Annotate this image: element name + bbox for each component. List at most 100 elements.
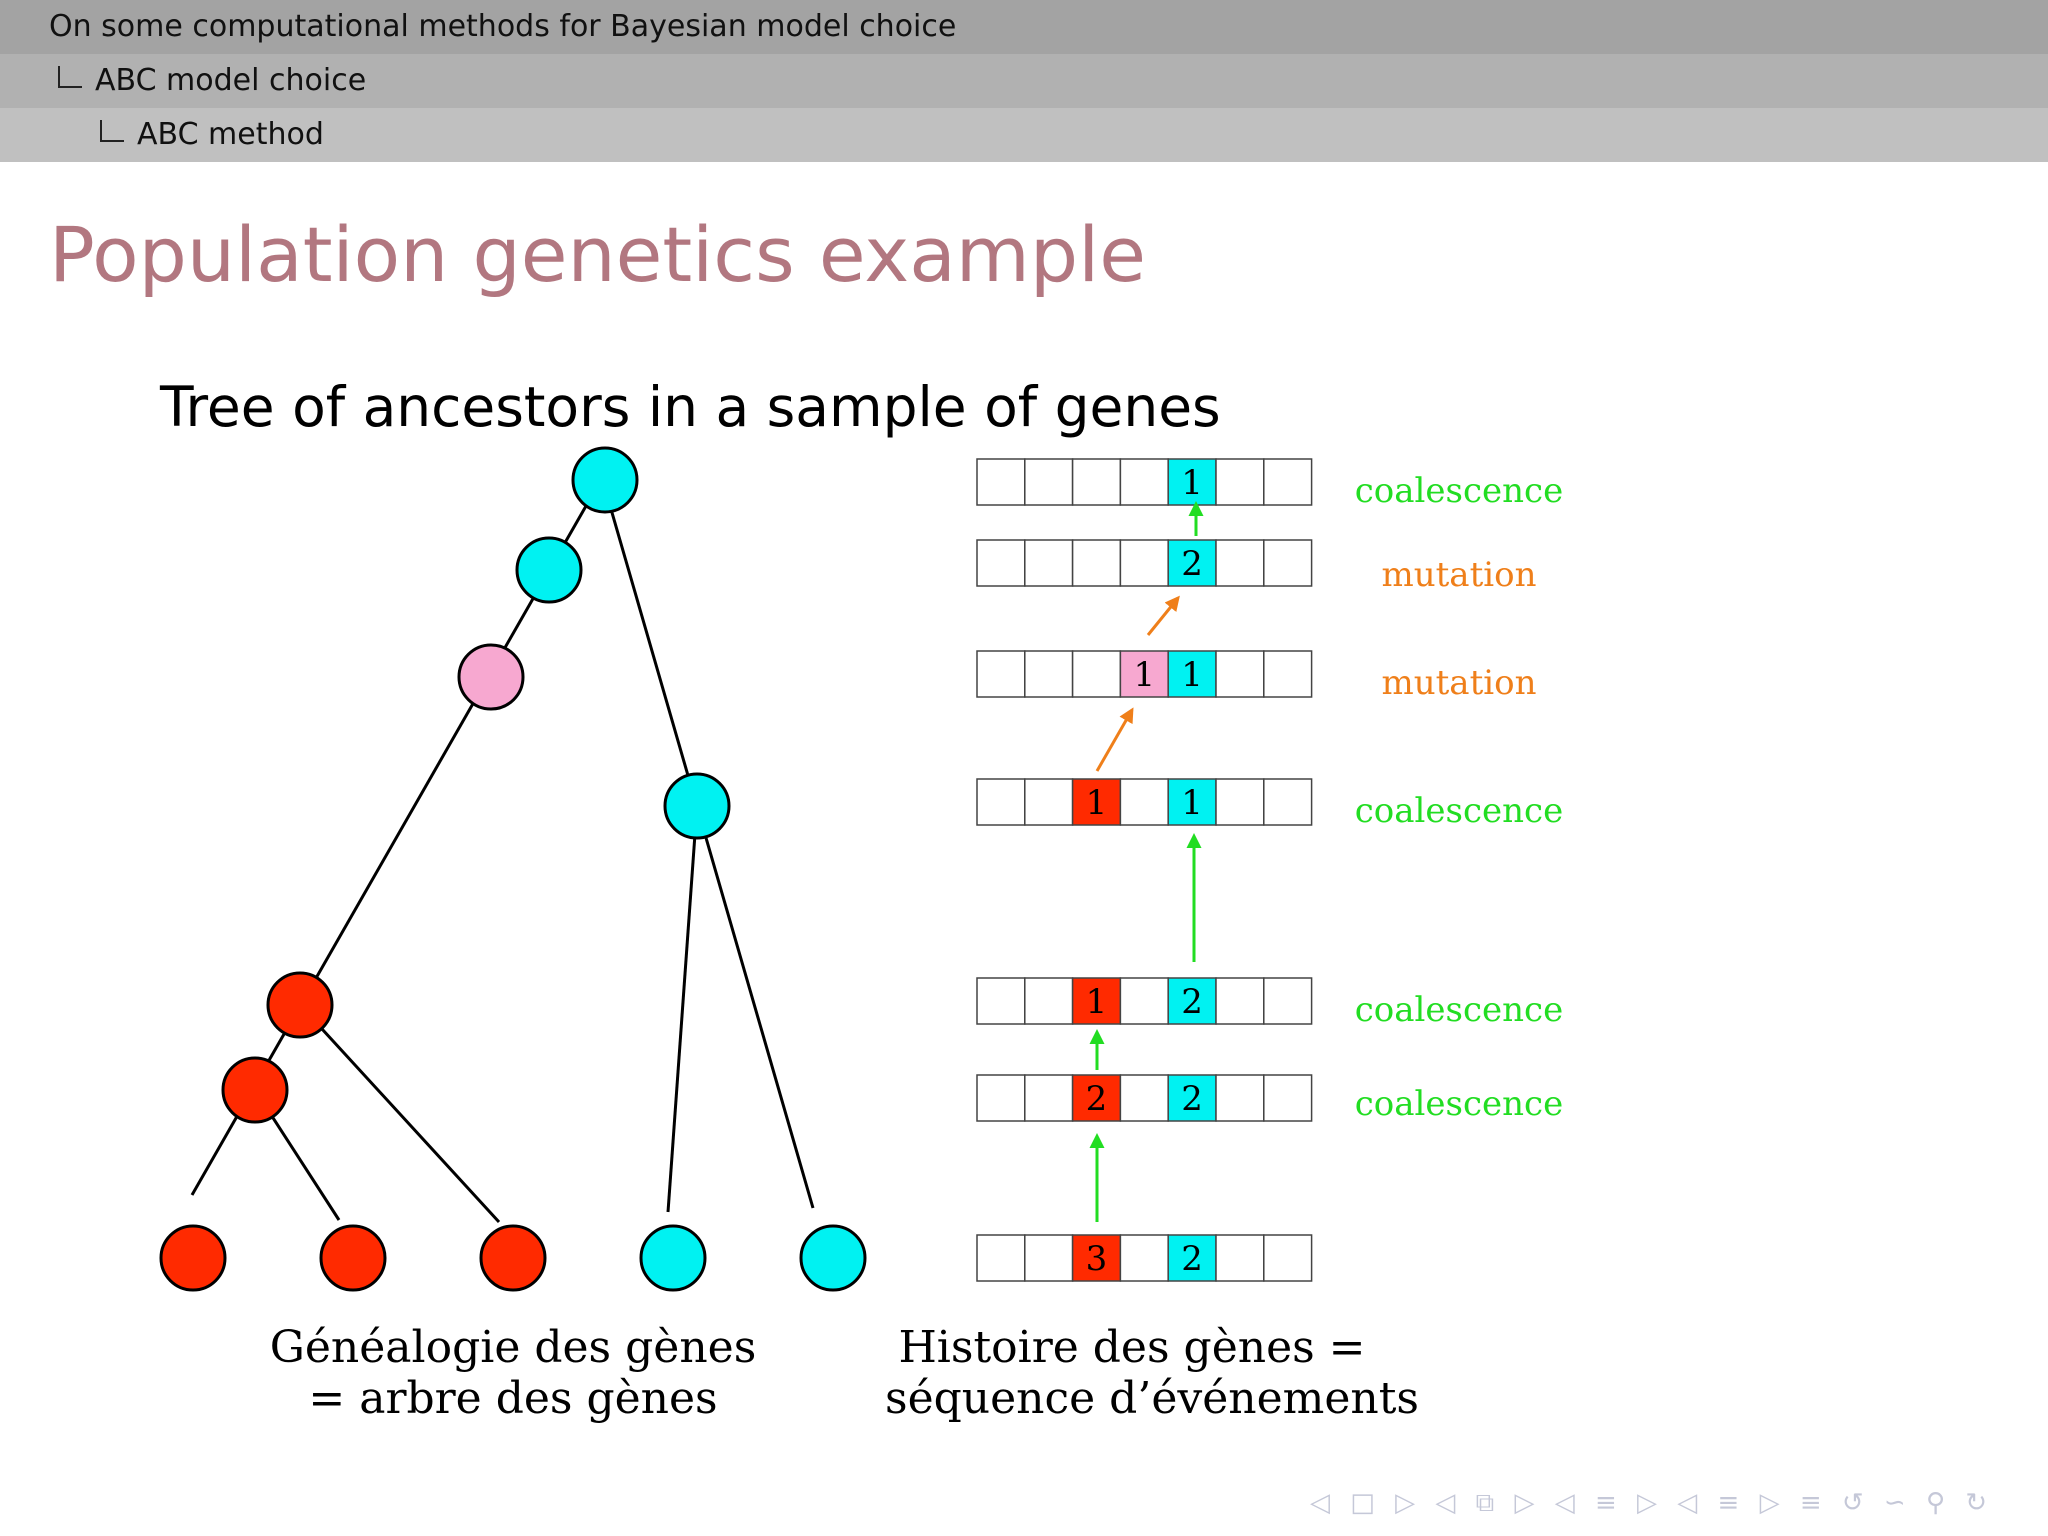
history-cell-empty xyxy=(1263,977,1313,1025)
history-cell-empty xyxy=(1263,1074,1313,1122)
history-cell-empty xyxy=(1215,1234,1265,1282)
history-cell-empty xyxy=(1119,539,1169,587)
history-cell-empty xyxy=(1263,458,1313,506)
history-cell-count: 1 xyxy=(1181,655,1203,695)
tree-edge xyxy=(298,1003,501,1224)
history-cell-filled xyxy=(1119,650,1169,698)
event-label-mutation: mutation xyxy=(1382,663,1537,703)
history-cell-filled xyxy=(1167,778,1217,826)
history-cell-empty xyxy=(1119,458,1169,506)
beamer-navigation-controls[interactable]: ◁ □ ▷ ◁ ⧉ ▷ ◁ ≡ ▷ ◁ ≡ ▷ ≡ ↺ ∽ ⚲ ↻ xyxy=(1310,1488,1994,1518)
event-label-coalescence: coalescence xyxy=(1355,791,1563,831)
header-bar-subsection: ABC method xyxy=(0,108,2048,162)
captions: Généalogie des gènes = arbre des gènes H… xyxy=(270,1322,1419,1424)
history-cell-empty xyxy=(976,977,1026,1025)
section-title: ABC model choice xyxy=(95,63,367,98)
leaf-node-red xyxy=(319,1224,387,1292)
history-cell-empty xyxy=(1119,1234,1169,1282)
mutation-arrow xyxy=(1095,707,1134,772)
tree-edges xyxy=(190,477,815,1224)
tree-node-red xyxy=(221,1056,289,1124)
history-cell-count: 1 xyxy=(1181,463,1203,503)
history-cell-empty xyxy=(976,1074,1026,1122)
history-cell-empty xyxy=(976,650,1026,698)
history-cell-empty xyxy=(976,778,1026,826)
tree-edge xyxy=(600,477,815,1209)
event-label-coalescence: coalescence xyxy=(1355,990,1563,1030)
history-cell-count: 2 xyxy=(1181,1239,1203,1279)
history-cell-count: 3 xyxy=(1086,1239,1108,1279)
history-cell-filled xyxy=(1167,1234,1217,1282)
history-cell-empty xyxy=(976,539,1026,587)
genealogy-caption-line1: Généalogie des gènes xyxy=(270,1322,757,1373)
tree-elbow-icon xyxy=(100,120,124,142)
history-cell-count: 2 xyxy=(1086,1079,1108,1119)
history-cell-empty xyxy=(1215,650,1265,698)
history-cell-empty xyxy=(1215,977,1265,1025)
tree-node-cyan xyxy=(663,772,731,840)
history-cell-empty xyxy=(1215,1074,1265,1122)
history-cell-empty xyxy=(1263,650,1313,698)
leaf-node-red xyxy=(479,1224,547,1292)
leaf-node-cyan xyxy=(799,1224,867,1292)
history-cell-empty xyxy=(1071,458,1122,506)
leaf-node-cyan xyxy=(639,1224,707,1292)
event-label-mutation: mutation xyxy=(1382,555,1537,595)
tree-elbow-icon xyxy=(58,66,82,88)
history-row: 2 xyxy=(976,539,1313,587)
mutation-arrow xyxy=(1146,595,1180,636)
presentation-title: On some computational methods for Bayesi… xyxy=(49,9,957,44)
event-label-coalescence: coalescence xyxy=(1355,471,1563,511)
event-labels: coalescence mutation mutation coalescence co… xyxy=(1355,471,1563,1124)
history-cell-empty xyxy=(1071,650,1122,698)
history-cell-empty xyxy=(1119,977,1169,1025)
history-cell-empty xyxy=(1263,778,1313,826)
history-cell-empty xyxy=(1215,539,1265,587)
history-cell-empty xyxy=(1024,539,1074,587)
history-cell-empty xyxy=(1024,977,1074,1025)
history-cell-filled xyxy=(1071,1234,1122,1282)
header-bar-section: ABC model choice xyxy=(0,54,2048,108)
history-cell-empty xyxy=(1024,778,1074,826)
tree-edge xyxy=(666,805,699,1213)
history-cell-count: 2 xyxy=(1181,1079,1203,1119)
history-cell-empty xyxy=(976,458,1026,506)
history-cell-empty xyxy=(1071,539,1122,587)
slide-title: Population genetics example xyxy=(49,210,1146,299)
tree-node-pink xyxy=(457,643,525,711)
history-cell-count: 1 xyxy=(1181,783,1203,823)
history-cell-count: 1 xyxy=(1086,783,1108,823)
history-cell-empty xyxy=(1263,539,1313,587)
root-node xyxy=(571,446,639,514)
history-cell-count: 1 xyxy=(1133,655,1155,695)
leaf-node-red xyxy=(159,1224,227,1292)
history-cell-count: 1 xyxy=(1086,982,1108,1022)
subsection-title: ABC method xyxy=(137,117,324,152)
event-label-coalescence: coalescence xyxy=(1355,1084,1563,1124)
genealogy-caption-line2: = arbre des gènes xyxy=(308,1373,717,1424)
history-arrows xyxy=(1089,501,1204,1222)
history-cell-empty xyxy=(1119,1074,1169,1122)
history-cell-empty xyxy=(1215,778,1265,826)
history-cell-count: 2 xyxy=(1181,544,1203,584)
history-cell-empty xyxy=(1024,1234,1074,1282)
history-row: 1 xyxy=(976,458,1313,506)
tree-node-cyan xyxy=(515,536,583,604)
history-cell-empty xyxy=(1215,458,1265,506)
history-cell-empty xyxy=(1119,778,1169,826)
history-cell-filled xyxy=(1071,778,1122,826)
history-cell-empty xyxy=(976,1234,1026,1282)
tree-nodes xyxy=(159,446,867,1292)
history-cell-filled xyxy=(1167,458,1217,506)
slide-subtitle: Tree of ancestors in a sample of genes xyxy=(160,375,1221,439)
history-cell-filled xyxy=(1071,977,1122,1025)
history-cell-filled xyxy=(1167,539,1217,587)
header-bar-presentation: On some computational methods for Bayesi… xyxy=(0,0,2048,54)
